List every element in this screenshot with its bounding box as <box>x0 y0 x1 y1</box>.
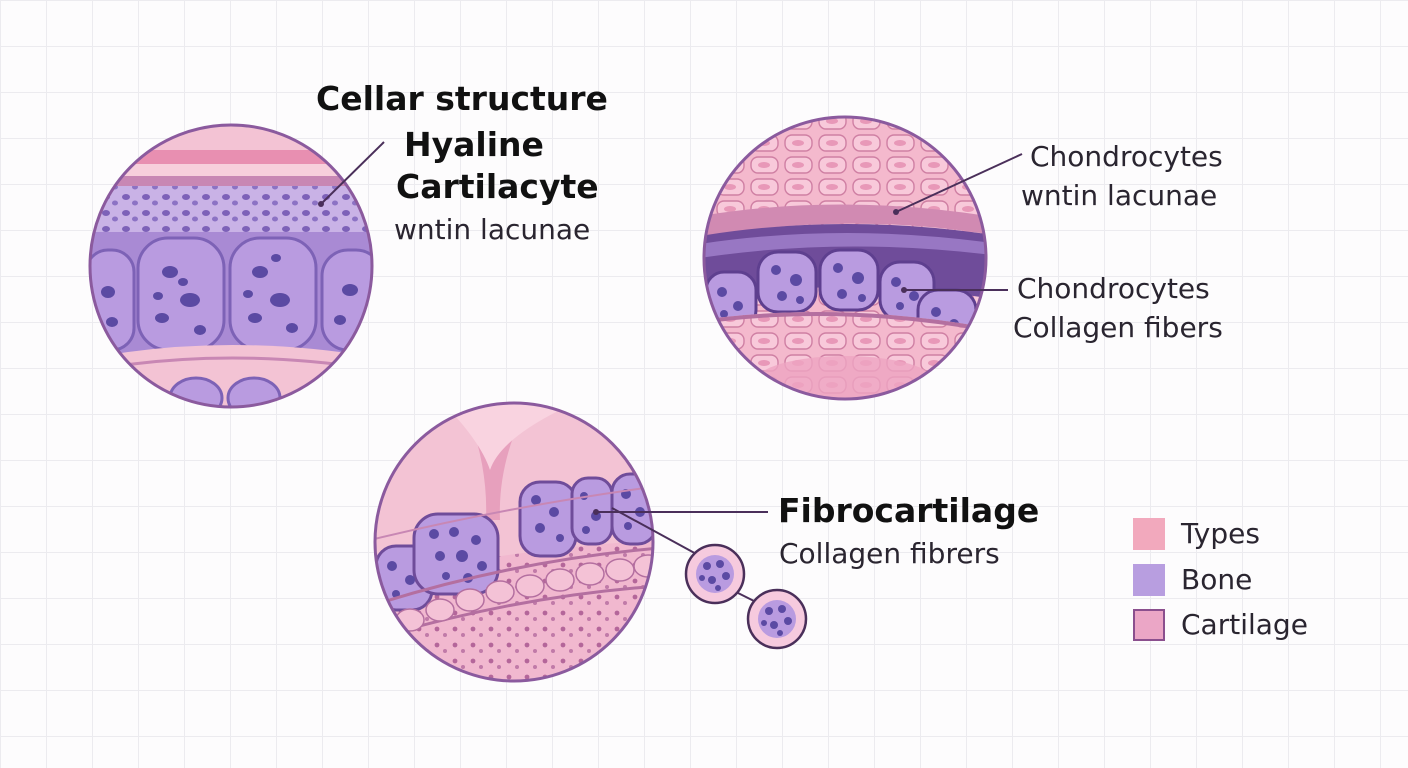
chondrocytes-leader-dot-2 <box>901 287 907 293</box>
legend-label-bone: Bone <box>1181 563 1253 596</box>
fibrocartilage-connector-1 <box>611 507 701 557</box>
chondrocytes-callout1-line2: wntin lacunae <box>1021 179 1218 212</box>
chondrocytes-circle <box>702 115 988 401</box>
hyaline-leader-line <box>320 141 385 205</box>
legend-swatch-types <box>1133 517 1165 550</box>
hyaline-cartilage-circle <box>88 123 374 409</box>
hyaline-heading-line2: Cartilacyte <box>396 167 599 206</box>
fibrocartilage-subtitle: Collagen fibrers <box>779 537 1000 570</box>
hyaline-title: Cellar structure <box>316 79 608 118</box>
chondrocytes-leader-dot-1 <box>893 209 899 215</box>
fibrocartilage-circle <box>373 401 655 683</box>
hyaline-leader-dot <box>318 201 324 207</box>
chondrocyte-cluster-small-2 <box>746 588 808 650</box>
legend-label-types: Types <box>1181 517 1260 550</box>
chondrocytes-callout2-line2: Collagen fibers <box>1013 311 1223 344</box>
legend-label-cartilage: Cartilage <box>1181 608 1308 641</box>
legend-item-cartilage: Cartilage <box>1133 608 1308 641</box>
chondrocyte-cluster-small-1 <box>684 543 746 605</box>
fibrocartilage-leader-dot <box>593 509 599 515</box>
chondrocytes-callout1-line1: Chondrocytes <box>1030 140 1223 173</box>
legend-swatch-bone <box>1133 563 1165 596</box>
chondrocytes-leader-line-1 <box>895 153 1023 213</box>
legend-item-types: Types <box>1133 517 1260 550</box>
hyaline-subtitle: wntin lacunae <box>394 213 591 246</box>
chondrocytes-callout2-line1: Chondrocytes <box>1017 272 1210 305</box>
legend-swatch-cartilage <box>1133 608 1165 641</box>
hyaline-heading-line1: Hyaline <box>404 125 544 164</box>
legend-item-bone: Bone <box>1133 563 1252 596</box>
fibrocartilage-heading: Fibrocartilage <box>778 491 1040 530</box>
